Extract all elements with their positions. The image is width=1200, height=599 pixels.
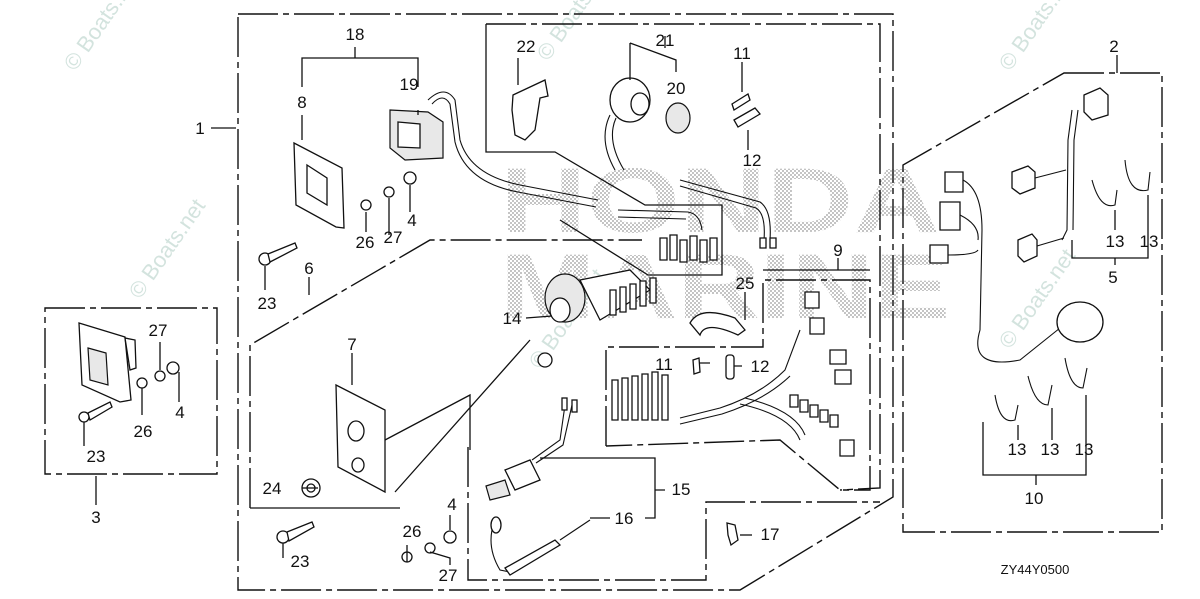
part-4-nut-c[interactable] bbox=[166, 361, 180, 375]
callout-27: 27 bbox=[149, 321, 168, 340]
part-21-buzzer[interactable] bbox=[604, 77, 651, 171]
callout-5: 5 bbox=[1108, 268, 1117, 287]
part-20-cover[interactable] bbox=[665, 102, 691, 134]
group-box-2 bbox=[902, 72, 1163, 533]
part-25-band[interactable] bbox=[689, 311, 746, 337]
callout-labels: 1 2 3 4 4 4 5 6 7 8 9 10 11 11 12 12 13 … bbox=[87, 25, 1159, 585]
group-box-15 bbox=[467, 447, 880, 581]
group-box-9 bbox=[605, 279, 871, 491]
callout-1: 1 bbox=[195, 119, 204, 138]
part-4-nut[interactable] bbox=[403, 171, 417, 185]
part-7-plate[interactable] bbox=[335, 383, 386, 494]
callout-17: 17 bbox=[761, 525, 780, 544]
part-13-clip[interactable] bbox=[1124, 159, 1151, 192]
callout-23: 23 bbox=[258, 294, 277, 313]
part-4-nut-b[interactable] bbox=[443, 530, 457, 544]
watermark-text: © Boats.net bbox=[124, 194, 211, 303]
part-19-switch[interactable] bbox=[389, 109, 444, 161]
callout-14: 14 bbox=[503, 309, 522, 328]
leader-lines bbox=[83, 36, 1149, 565]
watermark-text: © Boats.net bbox=[59, 0, 146, 75]
callout-27: 27 bbox=[384, 228, 403, 247]
callout-10: 10 bbox=[1025, 489, 1044, 508]
callout-6: 6 bbox=[304, 259, 313, 278]
watermark-text: © Boats.net bbox=[994, 0, 1081, 75]
callout-8: 8 bbox=[297, 93, 306, 112]
callout-11: 11 bbox=[655, 355, 673, 374]
callout-4: 4 bbox=[447, 495, 456, 514]
callout-9: 9 bbox=[833, 241, 842, 260]
callout-4: 4 bbox=[175, 403, 184, 422]
callout-13: 13 bbox=[1075, 440, 1094, 459]
part-26-washer[interactable] bbox=[360, 199, 372, 211]
part-13-clip[interactable] bbox=[1027, 375, 1053, 406]
watermark-text: © Boats.net bbox=[532, 0, 619, 65]
callout-3: 3 bbox=[91, 508, 100, 527]
part-11-screw-b[interactable] bbox=[692, 357, 701, 375]
callout-19: 19 bbox=[400, 75, 419, 94]
callout-26: 26 bbox=[134, 422, 153, 441]
group-box-3 bbox=[44, 307, 218, 475]
callout-13: 13 bbox=[1041, 440, 1060, 459]
connector-bundle[interactable] bbox=[617, 179, 777, 263]
callout-12: 12 bbox=[751, 357, 770, 376]
part-12-collar[interactable] bbox=[733, 107, 761, 128]
part-27-washer-c[interactable] bbox=[154, 370, 166, 382]
part-26-washer-c[interactable] bbox=[136, 377, 148, 389]
part-13-clip[interactable] bbox=[1091, 179, 1118, 207]
callout-12: 12 bbox=[743, 151, 762, 170]
part-14-ignition-switch[interactable] bbox=[537, 269, 657, 368]
callout-15: 15 bbox=[672, 480, 691, 499]
callout-20: 20 bbox=[667, 79, 686, 98]
callout-26: 26 bbox=[356, 233, 375, 252]
part-23-screw-c[interactable] bbox=[78, 401, 113, 423]
callout-7: 7 bbox=[347, 335, 356, 354]
brand-watermark: HONDA MARINE bbox=[500, 150, 950, 338]
part-27-washer[interactable] bbox=[383, 186, 395, 198]
cable bbox=[427, 91, 599, 201]
callout-21: 21 bbox=[656, 31, 675, 50]
diagram-code: ZY44Y0500 bbox=[1001, 562, 1070, 577]
part-11-screw[interactable] bbox=[731, 93, 751, 111]
callout-2: 2 bbox=[1109, 37, 1118, 56]
callout-4: 4 bbox=[407, 211, 416, 230]
part-13-clip[interactable] bbox=[1064, 357, 1088, 389]
callout-23: 23 bbox=[291, 552, 310, 571]
callout-13: 13 bbox=[1140, 232, 1159, 251]
callout-18: 18 bbox=[346, 25, 365, 44]
callout-27: 27 bbox=[439, 566, 458, 585]
callout-13: 13 bbox=[1106, 232, 1125, 251]
part-8-gasket[interactable] bbox=[293, 141, 345, 229]
part-23-screw-b[interactable] bbox=[276, 521, 315, 544]
part-12-collar-b[interactable] bbox=[725, 354, 735, 380]
callout-11: 11 bbox=[733, 44, 751, 63]
part-3-switch-panel[interactable] bbox=[78, 322, 137, 403]
callout-16: 16 bbox=[615, 509, 634, 528]
part-2-harness[interactable] bbox=[929, 87, 1109, 363]
part-27-washer-b[interactable] bbox=[424, 542, 436, 554]
part-16-lanyard[interactable] bbox=[490, 516, 591, 576]
part-22-bracket[interactable] bbox=[511, 79, 549, 141]
callout-25: 25 bbox=[736, 274, 755, 293]
part-23-screw[interactable] bbox=[258, 242, 298, 266]
cable bbox=[431, 97, 597, 208]
callout-22: 22 bbox=[517, 37, 536, 56]
part-17-clip[interactable] bbox=[726, 522, 739, 547]
callout-26: 26 bbox=[403, 522, 422, 541]
group-box-1 bbox=[237, 13, 894, 591]
group-box-inner bbox=[486, 23, 881, 491]
part-15-stop-switch[interactable] bbox=[485, 397, 578, 501]
bracket-line bbox=[485, 24, 723, 276]
brand-text: HONDA bbox=[500, 150, 940, 252]
callout-23: 23 bbox=[87, 447, 106, 466]
part-13-clip[interactable] bbox=[994, 394, 1019, 422]
callout-24: 24 bbox=[263, 479, 282, 498]
group-box-6 bbox=[249, 239, 642, 508]
part-9-harness[interactable] bbox=[611, 291, 855, 457]
callout-13: 13 bbox=[1008, 440, 1027, 459]
